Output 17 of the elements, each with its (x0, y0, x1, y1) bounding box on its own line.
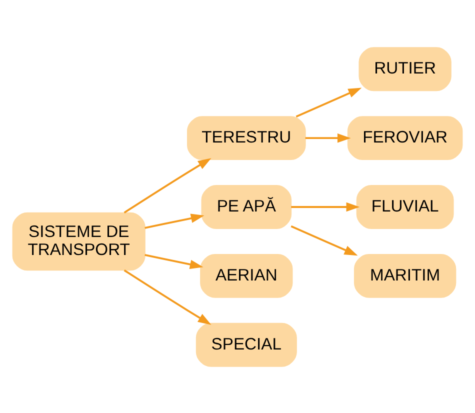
node-box: FLUVIAL (356, 184, 454, 228)
arrow (291, 202, 360, 212)
arrow (305, 132, 351, 142)
arrow (124, 158, 212, 213)
arrow (144, 213, 204, 228)
arrow (124, 268, 212, 324)
node-box: SISTEME DE TRANSPORT (12, 212, 146, 270)
node-box: TERESTRU (187, 116, 306, 160)
node-box: AERIAN (200, 253, 293, 298)
node-box: FEROVIAR (347, 116, 463, 160)
node-box: SPECIAL (196, 322, 297, 366)
arrow (296, 87, 362, 118)
node-box: MARITIM (354, 253, 456, 298)
node-box: PE APĂ (201, 184, 292, 228)
arrow (290, 224, 358, 256)
arrow (144, 254, 204, 269)
node-box: RUTIER (358, 46, 452, 91)
